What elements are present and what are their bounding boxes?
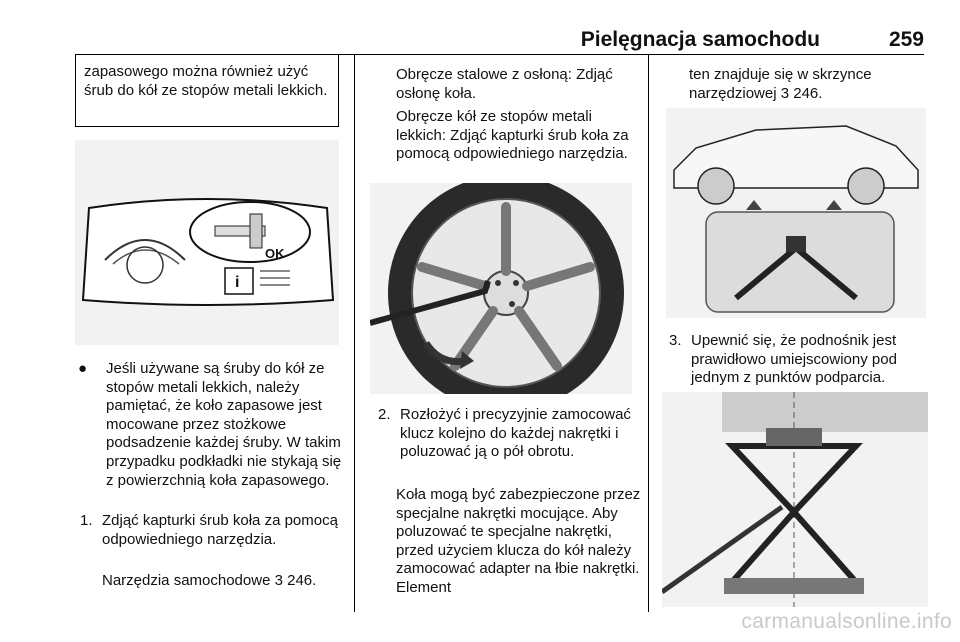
column-divider bbox=[354, 55, 355, 612]
ref-arrow-icon: 3 bbox=[274, 572, 283, 589]
bullet-icon: ● bbox=[78, 360, 88, 377]
wheel-wrench-illustration bbox=[370, 183, 632, 394]
step-number: 2. bbox=[378, 406, 391, 423]
step-text: Upewnić się, że podnośnik jest prawidłow… bbox=[691, 332, 897, 387]
steel-rims-text: Obręcze stalowe z osłoną: Zdjąć osłonę k… bbox=[396, 66, 613, 102]
step-number: 1. bbox=[80, 512, 93, 529]
section-title: Pielęgnacja samochodu bbox=[580, 28, 820, 51]
bullet-item: ● Jeśli używane są śruby do kół ze stopó… bbox=[78, 360, 343, 490]
column-divider bbox=[648, 55, 649, 612]
svg-text:i: i bbox=[235, 274, 239, 291]
special-nuts-text: Koła mogą być zabezpieczone przez specja… bbox=[396, 486, 641, 596]
ok-label: OK bbox=[265, 246, 285, 261]
reference-link[interactable]: 246. bbox=[793, 84, 823, 102]
jack-placement-illustration bbox=[662, 392, 928, 607]
note-box: zapasowego można również użyć śrub do kó… bbox=[75, 55, 339, 127]
header-rule bbox=[75, 54, 924, 55]
ref-arrow-icon: 3 bbox=[780, 84, 790, 102]
bullet-text: Jeśli używane są śruby do kół ze stopów … bbox=[106, 360, 342, 489]
step-2: 2. Rozłożyć i precyzyjnie zamocować kluc… bbox=[378, 406, 640, 462]
step-text: Rozłożyć i precyzyjnie zamocować klucz k… bbox=[400, 406, 631, 461]
alloy-rims-text: Obręcze kół ze stopów metali lekkich: Zd… bbox=[396, 108, 629, 163]
continued-text: ten znajduje się w skrzynce narzędziowej… bbox=[689, 66, 872, 102]
page-number: 259 bbox=[888, 28, 924, 51]
tools-reference: Narzędzia samochodowe 3 246. bbox=[102, 572, 317, 589]
step-1: 1. Zdjąć kapturki śrub koła za pomocą od… bbox=[80, 512, 345, 549]
step-number: 3. bbox=[669, 332, 682, 349]
wheel-bolt-illustration: OK i bbox=[75, 140, 339, 345]
note-text: zapasowego można również użyć śrub do kó… bbox=[84, 63, 328, 99]
watermark: carmanualsonline.info bbox=[741, 610, 952, 633]
step-3: 3. Upewnić się, że podnośnik jest prawid… bbox=[669, 332, 931, 388]
jacking-points-illustration bbox=[666, 108, 926, 318]
step-text: Zdjąć kapturki śrub koła za pomocą odpow… bbox=[102, 512, 338, 548]
reference-link[interactable]: 246. bbox=[287, 572, 317, 589]
